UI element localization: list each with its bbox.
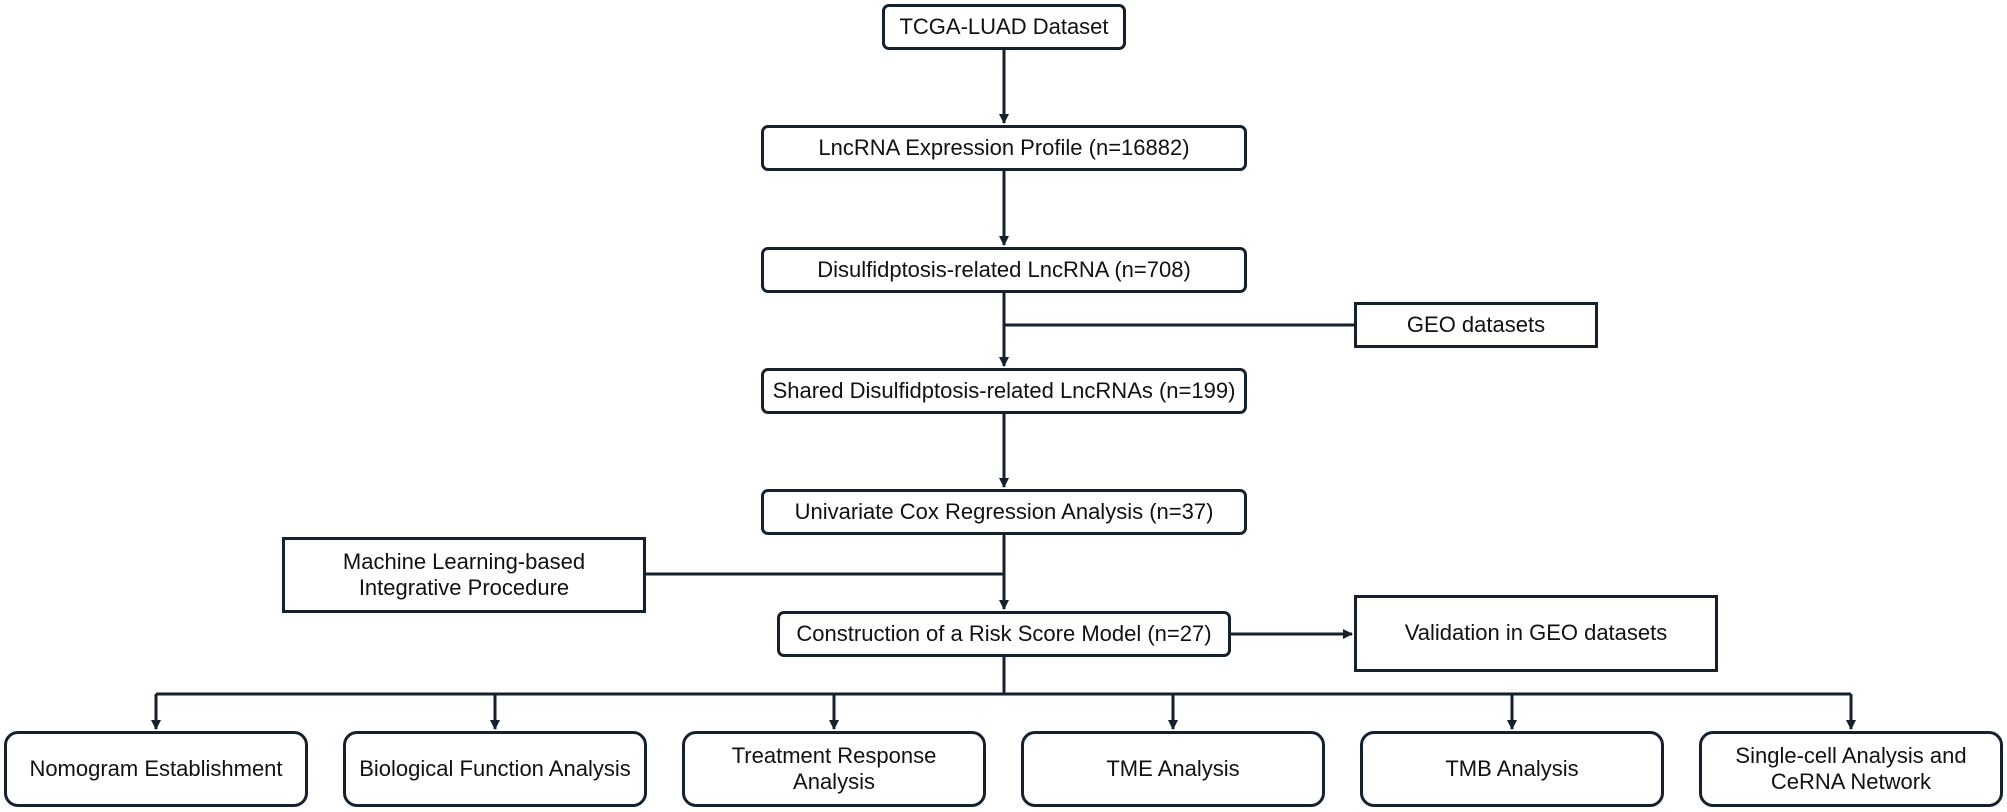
geo-datasets-box: GEO datasets — [1354, 302, 1598, 348]
biological-function-box: Biological Function Analysis — [343, 731, 647, 807]
shared-lncrnas-box: Shared Disulfidptosis-related LncRNAs (n… — [761, 368, 1247, 414]
validation-geo-box: Validation in GEO datasets — [1354, 595, 1718, 672]
tcga-luad-dataset-box: TCGA-LUAD Dataset — [882, 4, 1126, 50]
risk-score-model-box: Construction of a Risk Score Model (n=27… — [777, 611, 1231, 657]
lncrna-expression-profile-box: LncRNA Expression Profile (n=16882) — [761, 125, 1247, 171]
nomogram-box: Nomogram Establishment — [4, 731, 308, 807]
tme-analysis-box: TME Analysis — [1021, 731, 1325, 807]
disulfidptosis-lncrna-box: Disulfidptosis-related LncRNA (n=708) — [761, 247, 1247, 293]
machine-learning-box: Machine Learning-based Integrative Proce… — [282, 537, 646, 613]
tmb-analysis-box: TMB Analysis — [1360, 731, 1664, 807]
univariate-cox-box: Univariate Cox Regression Analysis (n=37… — [761, 489, 1247, 535]
single-cell-cerna-box: Single-cell Analysis and CeRNA Network — [1699, 731, 2003, 807]
treatment-response-box: Treatment Response Analysis — [682, 731, 986, 807]
